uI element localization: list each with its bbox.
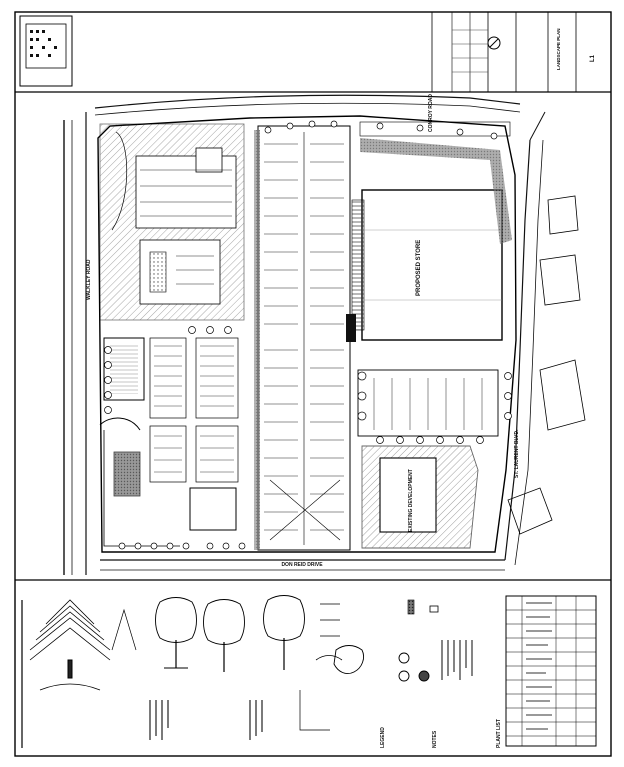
existing-development-pad bbox=[361, 445, 479, 549]
property-line bbox=[97, 115, 517, 553]
plant-list-table bbox=[505, 595, 597, 747]
existing-development-label: EXISTING DEVELOPMENT bbox=[408, 469, 414, 532]
plant-list-title: PLANT LIST bbox=[496, 719, 502, 748]
tree-plantings bbox=[104, 120, 512, 550]
sheet-title: LANDSCAPE PLAN bbox=[556, 28, 561, 70]
detail-notes bbox=[149, 700, 263, 740]
east-parking-lot bbox=[357, 369, 499, 437]
offsite-buildings bbox=[507, 195, 586, 535]
road-network bbox=[63, 94, 546, 575]
notes-title: NOTES bbox=[432, 730, 438, 748]
northwest-existing-pad bbox=[99, 123, 245, 321]
don-reid-drive-label: DON REID DRIVE bbox=[281, 562, 323, 568]
st-laurent-blvd-label: ST. LAURENT BLVD. bbox=[514, 429, 520, 478]
legend-title: LEGEND bbox=[380, 727, 386, 748]
proposed-store-building bbox=[346, 189, 503, 342]
title-block bbox=[15, 12, 611, 93]
north-landscape-strip bbox=[359, 121, 512, 244]
sheet-number: L1 bbox=[590, 54, 596, 62]
planting-details bbox=[21, 595, 365, 748]
conroy-road-label: CONROY ROAD bbox=[428, 94, 434, 132]
north-arrow-icon bbox=[487, 36, 501, 50]
proposed-store-label: PROPOSED STORE bbox=[416, 240, 422, 296]
legend-block bbox=[398, 599, 473, 682]
walkley-road-label: WALKLEY ROAD bbox=[86, 259, 92, 300]
